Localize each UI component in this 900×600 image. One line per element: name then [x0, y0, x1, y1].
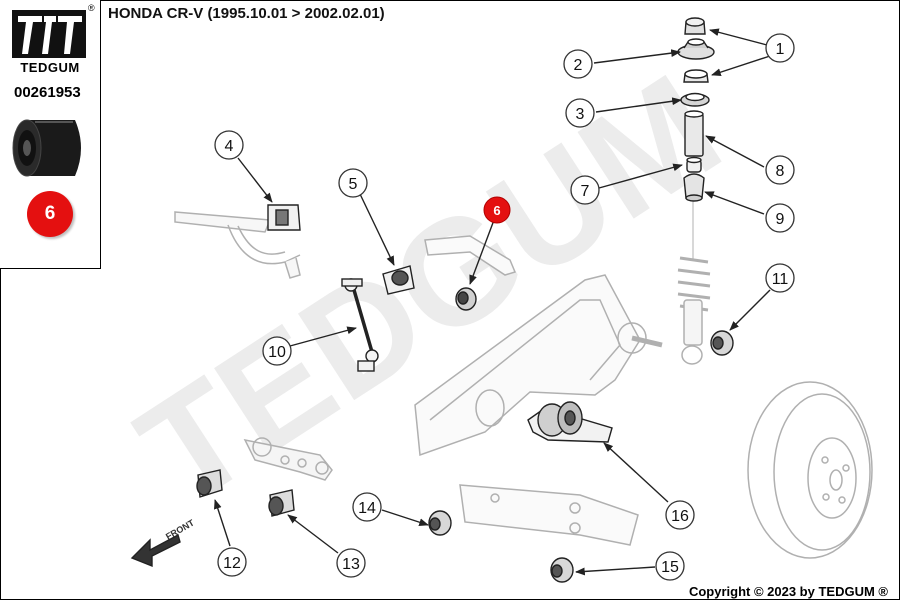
callout-12-label: 12	[223, 555, 241, 572]
callout-16-label: 16	[671, 508, 689, 525]
callout-6-label: 6	[493, 203, 500, 218]
callout-2: 2	[563, 49, 593, 79]
callout-3-label: 3	[576, 106, 585, 123]
callout-8-label: 8	[776, 163, 785, 180]
chassis-outline	[174, 200, 873, 559]
callout-15-label: 15	[661, 559, 679, 576]
callout-3: 3	[565, 98, 595, 128]
part-number: 00261953	[14, 84, 81, 101]
leader-lines	[214, 28, 771, 576]
bushing-photo-icon	[12, 119, 81, 177]
callout-1-label: 1	[776, 41, 785, 58]
callout-7-label: 7	[581, 183, 590, 200]
callout-11: 11	[765, 263, 795, 293]
page-title: HONDA CR-V (1995.10.01 > 2002.02.01)	[108, 5, 385, 22]
tedgum-logo-icon	[12, 10, 86, 58]
callout-6-highlight: 6	[483, 196, 511, 224]
callout-10: 10	[262, 336, 292, 366]
highlight-badge: 6	[27, 191, 73, 237]
registered-mark: ®	[88, 3, 95, 13]
callout-8: 8	[765, 155, 795, 185]
callout-12: 12	[217, 547, 247, 577]
callout-2-label: 2	[574, 57, 583, 74]
callout-16: 16	[665, 500, 695, 530]
callout-5: 5	[338, 168, 368, 198]
callouts: 1 2 3 4 5 6 7 8 9 10 11 12 13 14 15 16	[214, 33, 795, 581]
callout-4: 4	[214, 130, 244, 160]
callout-7: 7	[570, 175, 600, 205]
callout-4-label: 4	[225, 138, 234, 155]
callout-11-label: 11	[772, 271, 789, 288]
callout-15: 15	[655, 551, 685, 581]
parts	[130, 17, 734, 583]
callout-13: 13	[336, 548, 366, 578]
callout-13-label: 13	[342, 556, 360, 573]
callout-9-label: 9	[776, 211, 785, 228]
copyright-notice: Copyright © 2023 by TEDGUM ®	[688, 584, 888, 599]
part-info-panel: ® TEDGUM 00261953 6	[0, 0, 101, 269]
front-label: FRONT	[164, 517, 196, 541]
callout-5-label: 5	[349, 176, 358, 193]
callout-1: 1	[765, 33, 795, 63]
callout-14-label: 14	[358, 500, 376, 517]
watermark-text: TEDGUM	[111, 42, 748, 537]
callout-14: 14	[352, 492, 382, 522]
brand-name: TEDGUM	[20, 60, 80, 75]
callout-9: 9	[765, 203, 795, 233]
callout-10-label: 10	[268, 344, 286, 361]
